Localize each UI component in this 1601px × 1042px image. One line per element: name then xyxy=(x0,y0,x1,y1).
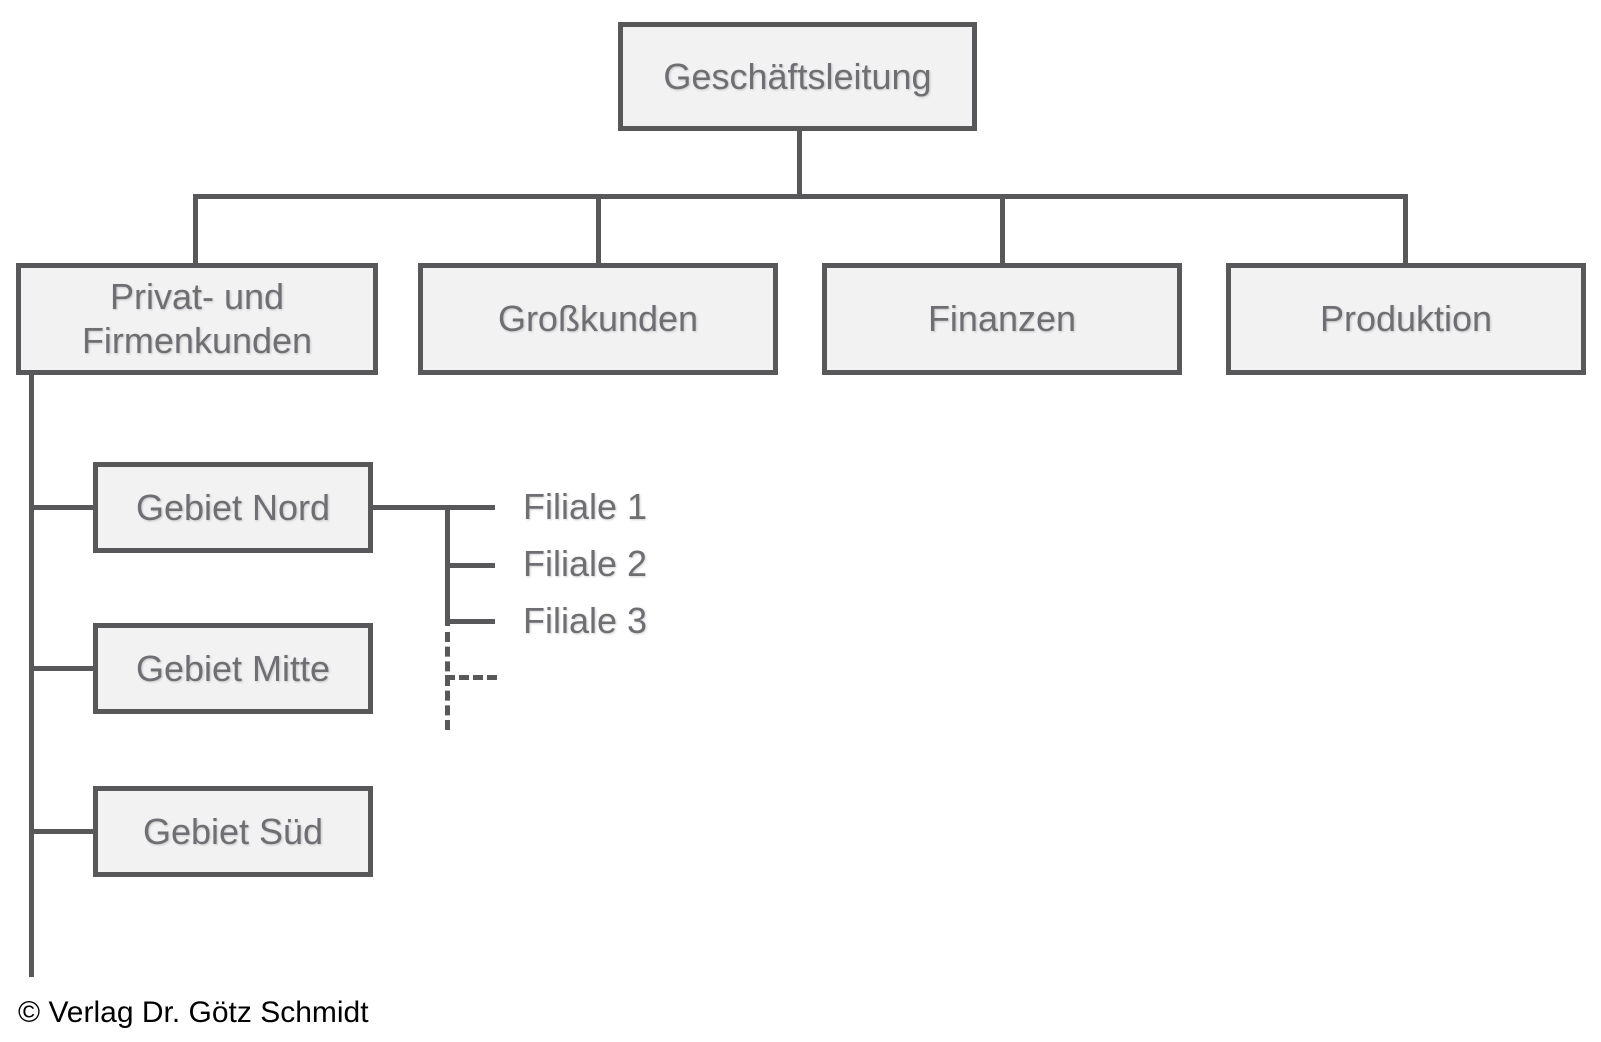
node-gebiet-mitte: Gebiet Mitte xyxy=(93,623,373,714)
connector-continuation-dashed-horizontal xyxy=(445,675,497,680)
connector-regions-trunk xyxy=(29,375,34,977)
node-label: Gebiet Mitte xyxy=(135,647,331,689)
connector-root-down xyxy=(797,131,802,196)
node-label: Privat- und Firmenkunden xyxy=(81,276,313,361)
connector-dept1-down xyxy=(596,194,601,263)
node-produktion: Produktion xyxy=(1226,263,1586,375)
copyright-text: © Verlag Dr. Götz Schmidt xyxy=(18,996,369,1029)
node-gebiet-sued: Gebiet Süd xyxy=(93,786,373,877)
connector-dept0-down xyxy=(193,194,198,263)
node-gebiet-nord: Gebiet Nord xyxy=(93,462,373,553)
connector-dept2-down xyxy=(1000,194,1005,263)
connector-filiale2-stub xyxy=(445,563,495,568)
node-geschaeftsleitung: Geschäftsleitung xyxy=(618,22,977,131)
connector-filiale3-stub xyxy=(445,619,495,624)
node-label: Geschäftsleitung xyxy=(663,55,932,97)
connector-nord-branches xyxy=(373,505,495,510)
node-finanzen: Finanzen xyxy=(822,263,1182,375)
connector-dept3-down xyxy=(1403,194,1408,263)
node-label: Finanzen xyxy=(927,298,1077,339)
connector-region1-stub xyxy=(29,666,93,671)
node-grosskunden: Großkunden xyxy=(418,263,778,375)
connector-continuation-dashed-vertical xyxy=(445,632,450,730)
connector-region2-stub xyxy=(29,829,93,834)
label-filiale-3: Filiale 3 xyxy=(523,600,648,641)
label-filiale-2: Filiale 2 xyxy=(523,543,648,584)
node-label: Produktion xyxy=(1319,298,1493,339)
node-privat-und-firmenkunden: Privat- und Firmenkunden xyxy=(16,263,378,375)
connector-region0-stub xyxy=(29,505,93,510)
connector-level1-horizontal xyxy=(193,194,1408,199)
label-filiale-1: Filiale 1 xyxy=(523,486,648,527)
node-label: Großkunden xyxy=(497,298,699,339)
node-label: Gebiet Nord xyxy=(135,486,331,528)
node-label: Gebiet Süd xyxy=(142,810,324,852)
